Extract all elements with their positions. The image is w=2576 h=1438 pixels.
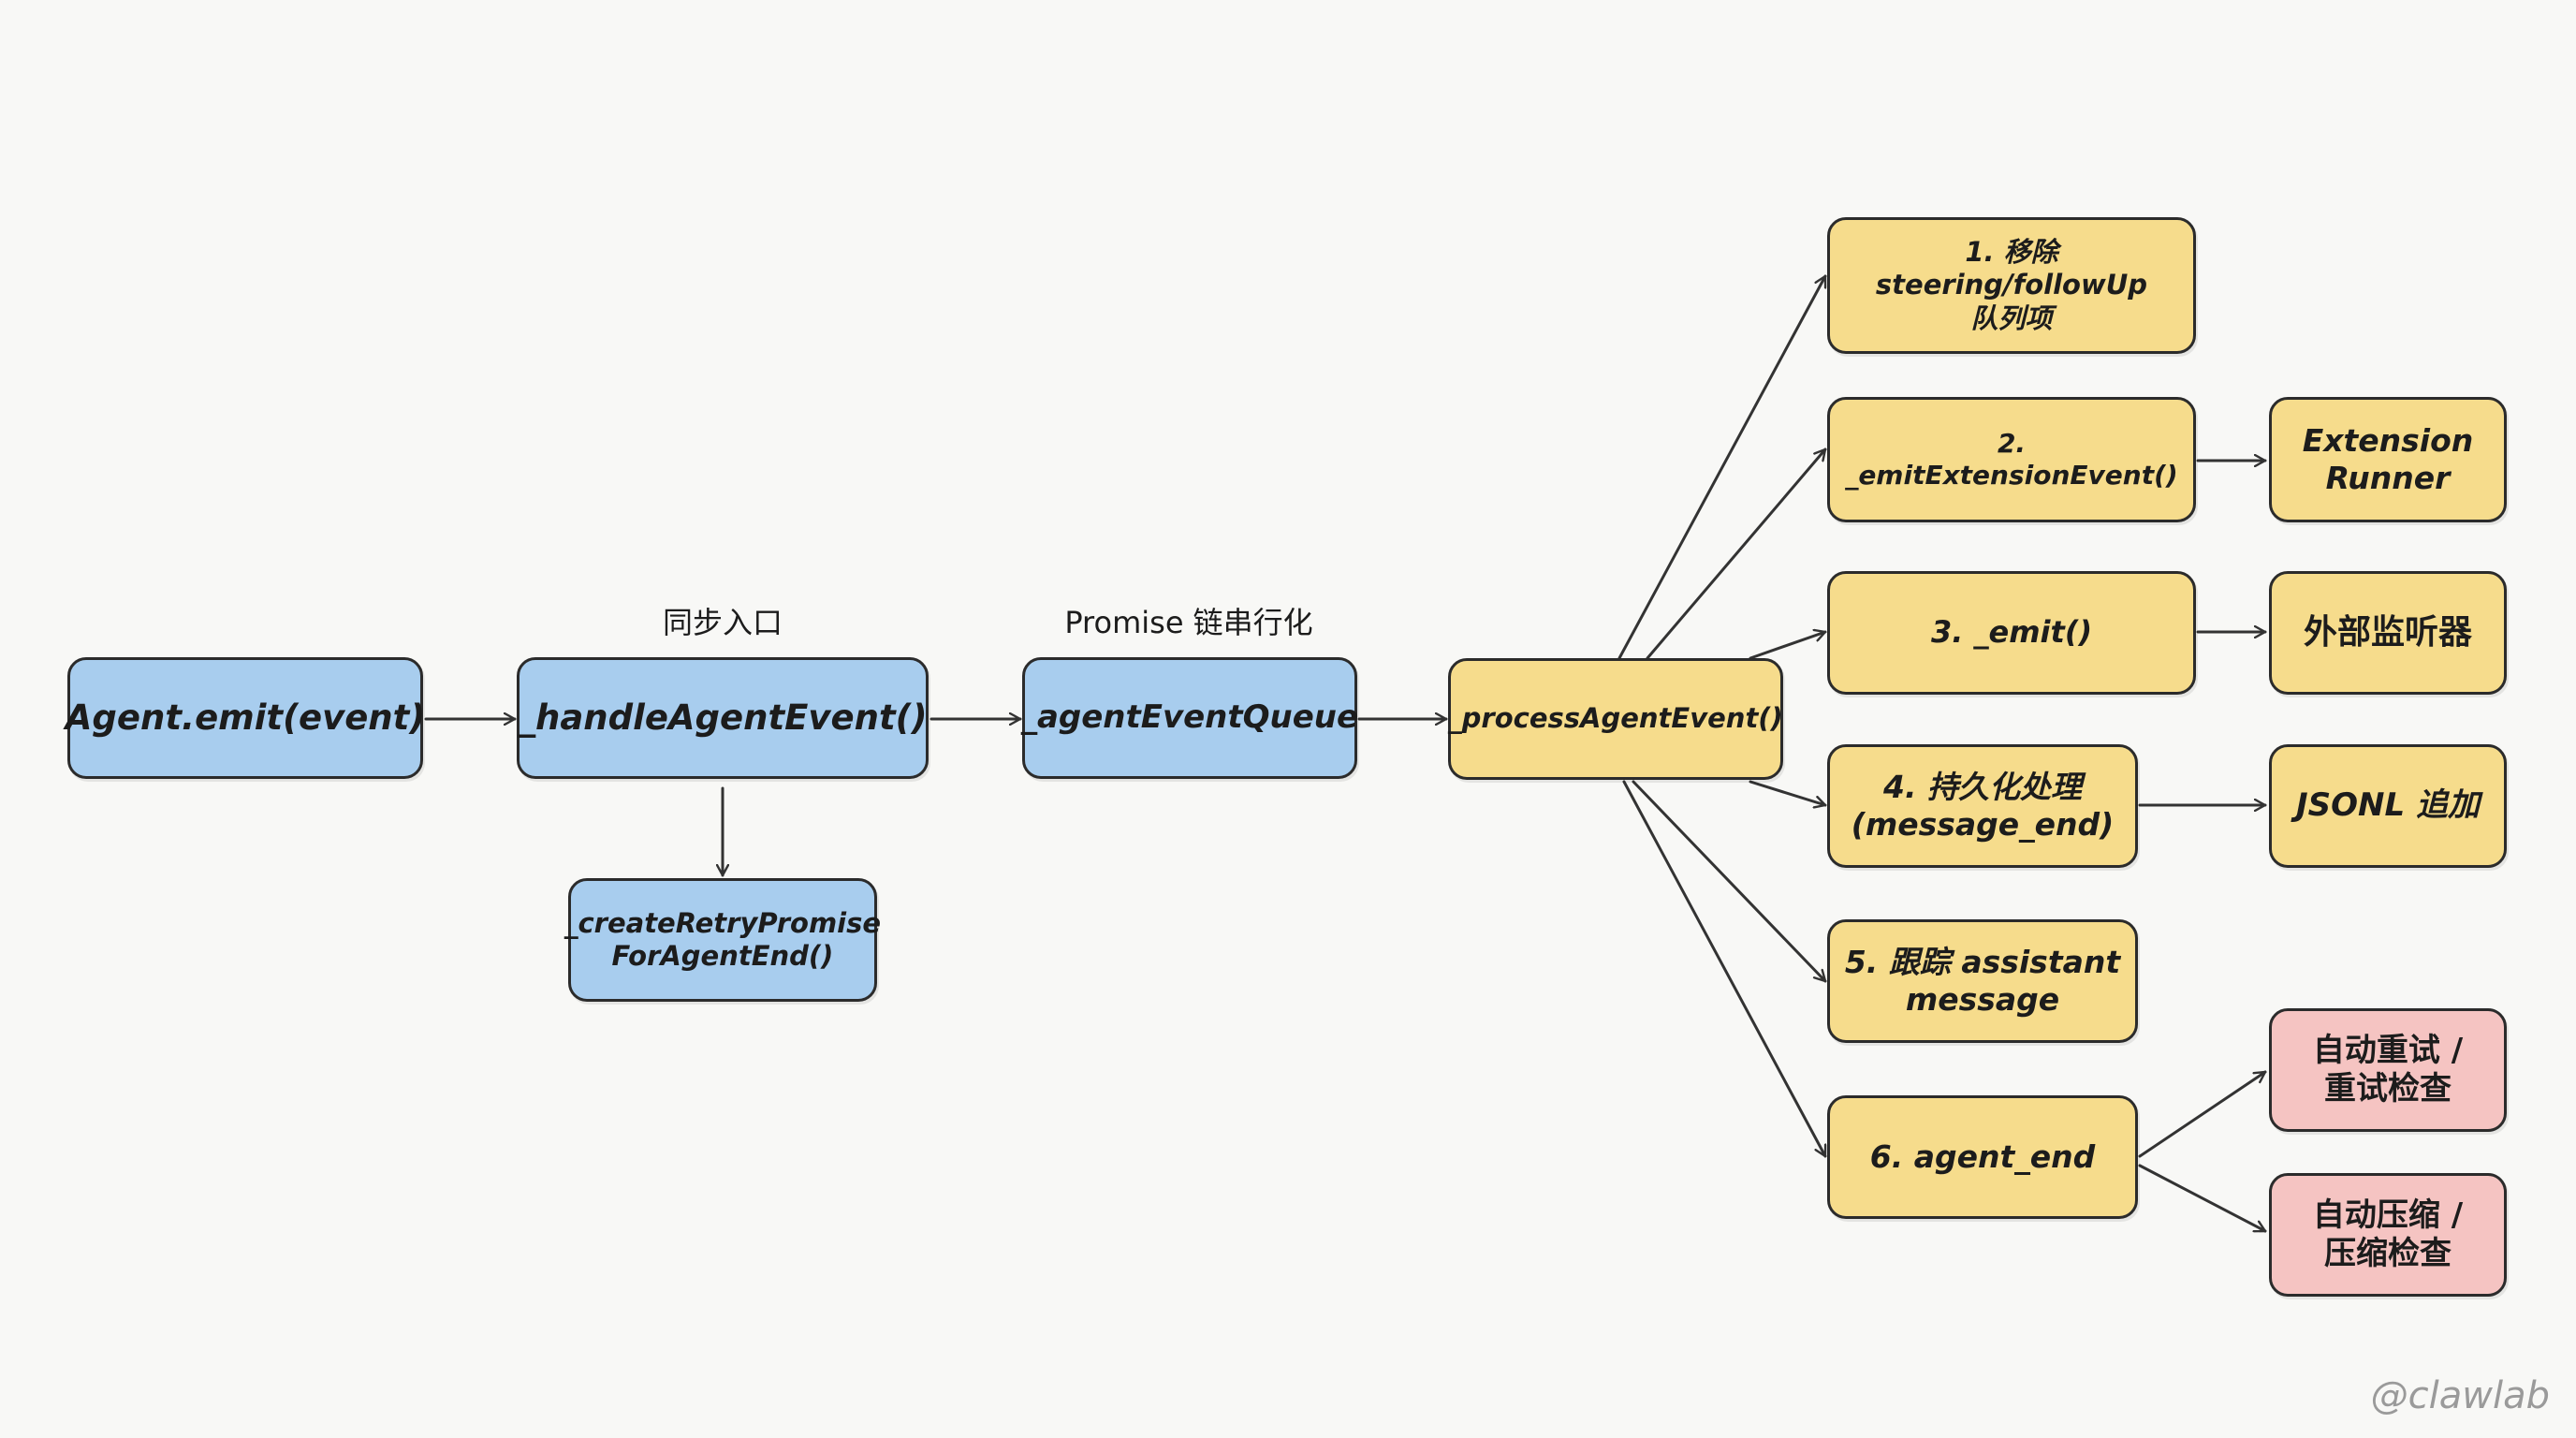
node-agent-emit-label: Agent.emit(event) — [65, 697, 426, 739]
node-step6-agent-end[interactable]: 6. agent_end — [1827, 1095, 2138, 1219]
node-step1-label: 1. 移除 steering/followUp 队列项 — [1875, 235, 2148, 334]
node-jsonl-append[interactable]: JSONL 追加 — [2269, 744, 2507, 868]
node-extension-runner-label: Extension Runner — [2302, 421, 2474, 496]
edge-process-to-step1 — [1617, 274, 1827, 660]
node-extension-runner[interactable]: Extension Runner — [2269, 397, 2507, 522]
node-create-retry-promise[interactable]: _createRetryPromise ForAgentEnd() — [564, 878, 881, 1002]
node-step3-emit[interactable]: 3. _emit() — [1827, 571, 2196, 695]
node-external-listener-label: 外部监听器 — [2303, 613, 2472, 653]
node-auto-compact[interactable]: 自动压缩 / 压缩检查 — [2269, 1173, 2507, 1297]
edge-step6-to-auto-compact — [2138, 1164, 2267, 1233]
node-auto-retry-label: 自动重试 / 重试检查 — [2312, 1031, 2464, 1108]
node-agent-event-queue[interactable]: _agentEventQueue — [1020, 657, 1359, 779]
node-handle-agent-event-label: _handleAgentEvent() — [518, 697, 928, 739]
node-step3-label: 3. _emit() — [1930, 614, 2093, 651]
node-create-retry-promise-label: _createRetryPromise ForAgentEnd() — [564, 906, 882, 972]
node-step5-track-assistant[interactable]: 5. 跟踪 assistant message — [1827, 919, 2138, 1043]
node-handle-agent-event[interactable]: _handleAgentEvent() — [517, 657, 929, 779]
node-step5-label: 5. 跟踪 assistant message — [1844, 943, 2121, 1018]
node-agent-emit[interactable]: Agent.emit(event) — [65, 657, 426, 779]
node-external-listener[interactable]: 外部监听器 — [2269, 571, 2507, 695]
label-promise-chain: Promise 链串行化 — [1030, 599, 1348, 642]
edge-process-to-step6 — [1622, 780, 1827, 1158]
node-auto-compact-label: 自动压缩 / 压缩检查 — [2312, 1196, 2464, 1272]
node-step2-emit-extension-event[interactable]: 2. _emitExtensionEvent() — [1827, 397, 2196, 522]
edge-process-to-step3 — [1749, 632, 1827, 660]
node-step2-label: 2. _emitExtensionEvent() — [1845, 427, 2178, 491]
node-process-agent-event-label: _processAgentEvent() — [1448, 702, 1783, 735]
edge-step6-to-auto-retry — [2138, 1070, 2267, 1158]
edge-process-to-step2 — [1646, 448, 1827, 660]
edge-process-to-step4 — [1749, 780, 1827, 805]
node-step6-label: 6. agent_end — [1869, 1137, 2096, 1175]
node-jsonl-append-label: JSONL 追加 — [2296, 786, 2480, 825]
node-process-agent-event[interactable]: _processAgentEvent() — [1448, 658, 1783, 780]
edge-process-to-step5 — [1632, 780, 1827, 983]
label-sync-entry-text: 同步入口 — [662, 605, 783, 640]
watermark-text: @clawlab — [2370, 1374, 2550, 1417]
node-step4-label: 4. 持久化处理 (message_end) — [1851, 768, 2115, 843]
node-step1-remove-queue-item[interactable]: 1. 移除 steering/followUp 队列项 — [1827, 217, 2196, 354]
node-agent-event-queue-label: _agentEventQueue — [1020, 698, 1359, 737]
label-promise-chain-text: Promise 链串行化 — [1064, 605, 1313, 640]
node-step4-persist[interactable]: 4. 持久化处理 (message_end) — [1827, 744, 2138, 868]
node-auto-retry[interactable]: 自动重试 / 重试检查 — [2269, 1008, 2507, 1132]
label-sync-entry: 同步入口 — [629, 599, 816, 642]
